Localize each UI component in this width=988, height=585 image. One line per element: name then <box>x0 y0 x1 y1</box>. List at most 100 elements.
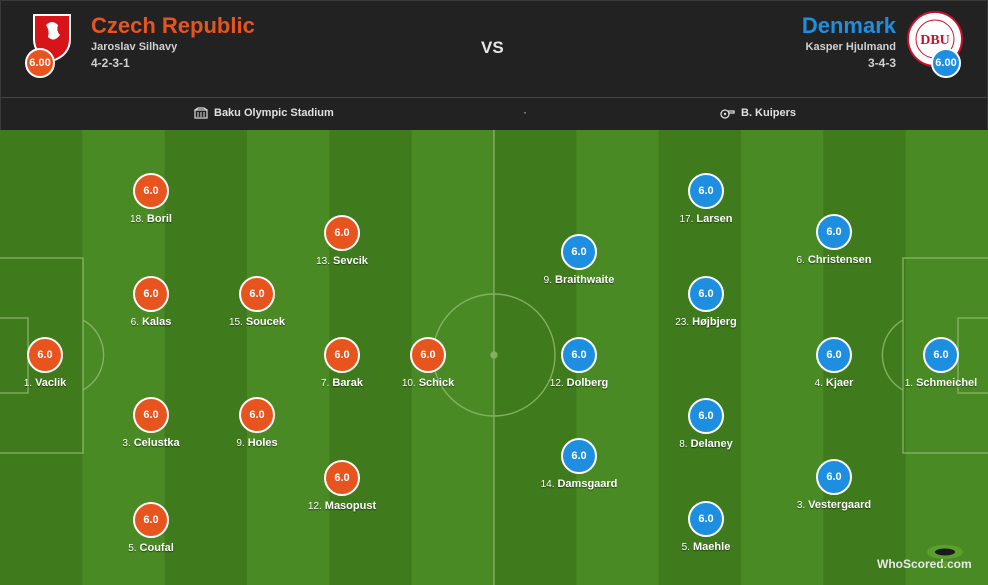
player-rating: 6.0 <box>688 173 724 209</box>
referee-info: B. Kuipers <box>719 107 796 119</box>
player-number: 10. <box>401 378 416 389</box>
player-rating: 6.0 <box>239 276 275 312</box>
player-surname: Damsgaard <box>557 478 618 490</box>
player-rating: 6.0 <box>816 459 852 495</box>
player-name: 9.Holes <box>202 437 312 449</box>
player-name: 5.Maehle <box>651 541 761 553</box>
player-name: 13.Sevcik <box>287 255 397 267</box>
player-rating: 6.0 <box>816 337 852 373</box>
player-surname: Holes <box>247 437 278 449</box>
whoscored-logo-icon <box>927 545 963 567</box>
player-rating: 6.0 <box>923 337 959 373</box>
away-player[interactable]: 6.0 9.Braithwaite <box>524 234 634 294</box>
player-rating: 6.0 <box>688 398 724 434</box>
away-team-name[interactable]: Denmark <box>801 13 896 38</box>
player-rating: 6.0 <box>133 276 169 312</box>
player-surname: Boril <box>146 213 172 225</box>
player-name: 6.Kalas <box>96 316 206 328</box>
player-surname: Christensen <box>807 254 872 266</box>
player-rating: 6.0 <box>239 397 275 433</box>
stadium-name: Baku Olympic Stadium <box>214 107 334 119</box>
away-player[interactable]: 6.0 4.Kjaer <box>779 337 889 397</box>
player-surname: Soucek <box>245 316 286 328</box>
player-surname: Sevcik <box>333 255 368 267</box>
away-formation: 3-4-3 <box>867 56 896 70</box>
player-rating: 6.0 <box>324 215 360 251</box>
player-number: 9. <box>236 438 245 449</box>
player-surname: Kjaer <box>825 377 854 389</box>
player-name: 18.Boril <box>96 213 206 225</box>
home-team-rating-badge: 6.00 <box>25 48 55 78</box>
player-name: 3.Celustka <box>96 437 206 449</box>
vs-label: VS <box>481 38 504 57</box>
player-rating: 6.0 <box>27 337 63 373</box>
player-number: 7. <box>321 378 330 389</box>
away-player[interactable]: 6.0 3.Vestergaard <box>779 459 889 519</box>
player-name: 6.Christensen <box>779 254 889 266</box>
player-surname: Højbjerg <box>692 316 737 328</box>
player-number: 5. <box>128 543 137 554</box>
player-name: 4.Kjaer <box>779 377 889 389</box>
player-rating: 6.0 <box>561 337 597 373</box>
player-number: 6. <box>130 317 139 328</box>
home-player[interactable]: 6.0 10.Schick <box>373 337 483 397</box>
away-player[interactable]: 6.0 17.Larsen <box>651 173 761 233</box>
player-number: 15. <box>228 317 243 328</box>
match-header: 6.00 Czech Republic Jaroslav Silhavy 4-2… <box>0 0 988 97</box>
away-team-rating-badge: 6.00 <box>931 48 961 78</box>
home-team-name[interactable]: Czech Republic <box>91 13 255 38</box>
whoscored-brand[interactable]: WhoScored.com <box>877 557 972 571</box>
home-player[interactable]: 6.0 1.Vaclik <box>0 337 100 397</box>
home-player[interactable]: 6.0 9.Holes <box>202 397 312 457</box>
player-rating: 6.0 <box>133 502 169 538</box>
away-team-rating: 6.00 <box>935 57 957 69</box>
home-player[interactable]: 6.0 3.Celustka <box>96 397 206 457</box>
player-surname: Braithwaite <box>555 274 615 286</box>
player-surname: Vaclik <box>35 377 67 389</box>
player-rating: 6.0 <box>324 460 360 496</box>
player-name: 8.Delaney <box>651 438 761 450</box>
home-player[interactable]: 6.0 18.Boril <box>96 173 206 233</box>
player-number: 17. <box>679 214 694 225</box>
pitch: 6.0 1.Vaclik 6.0 18.Boril 6.0 6.Kalas 6.0 3.Cel… <box>0 130 988 585</box>
player-number: 13. <box>316 256 331 267</box>
home-coach: Jaroslav Silhavy <box>91 41 178 53</box>
player-number: 3. <box>122 438 131 449</box>
player-number: 18. <box>130 214 144 225</box>
home-player[interactable]: 6.0 13.Sevcik <box>287 215 397 275</box>
player-number: 9. <box>543 275 553 286</box>
player-name: 12.Dolberg <box>524 377 634 389</box>
match-info-bar: Baku Olympic Stadium · B. Kuipers <box>0 97 988 131</box>
player-rating: 6.0 <box>561 438 597 474</box>
player-surname: Barak <box>332 377 363 389</box>
home-player[interactable]: 6.0 6.Kalas <box>96 276 206 336</box>
player-rating: 6.0 <box>133 173 169 209</box>
home-player[interactable]: 6.0 15.Soucek <box>202 276 312 336</box>
away-player[interactable]: 6.0 14.Damsgaard <box>524 438 634 498</box>
player-surname: Delaney <box>690 438 733 450</box>
away-player[interactable]: 6.0 8.Delaney <box>651 398 761 458</box>
player-name: 14.Damsgaard <box>524 478 634 490</box>
referee-name: B. Kuipers <box>741 107 797 119</box>
player-number: 1. <box>23 378 33 389</box>
player-rating: 6.0 <box>561 234 597 270</box>
player-rating: 6.0 <box>133 397 169 433</box>
player-surname: Schick <box>418 377 455 389</box>
player-name: 3.Vestergaard <box>779 499 889 511</box>
player-rating: 6.0 <box>410 337 446 373</box>
info-separator: · <box>523 105 527 119</box>
player-surname: Larsen <box>696 213 733 225</box>
player-surname: Maehle <box>693 541 731 553</box>
player-surname: Vestergaard <box>808 499 872 511</box>
home-team-rating: 6.00 <box>29 57 51 69</box>
away-player[interactable]: 6.0 12.Dolberg <box>524 337 634 397</box>
player-surname: Schmeichel <box>916 377 978 389</box>
